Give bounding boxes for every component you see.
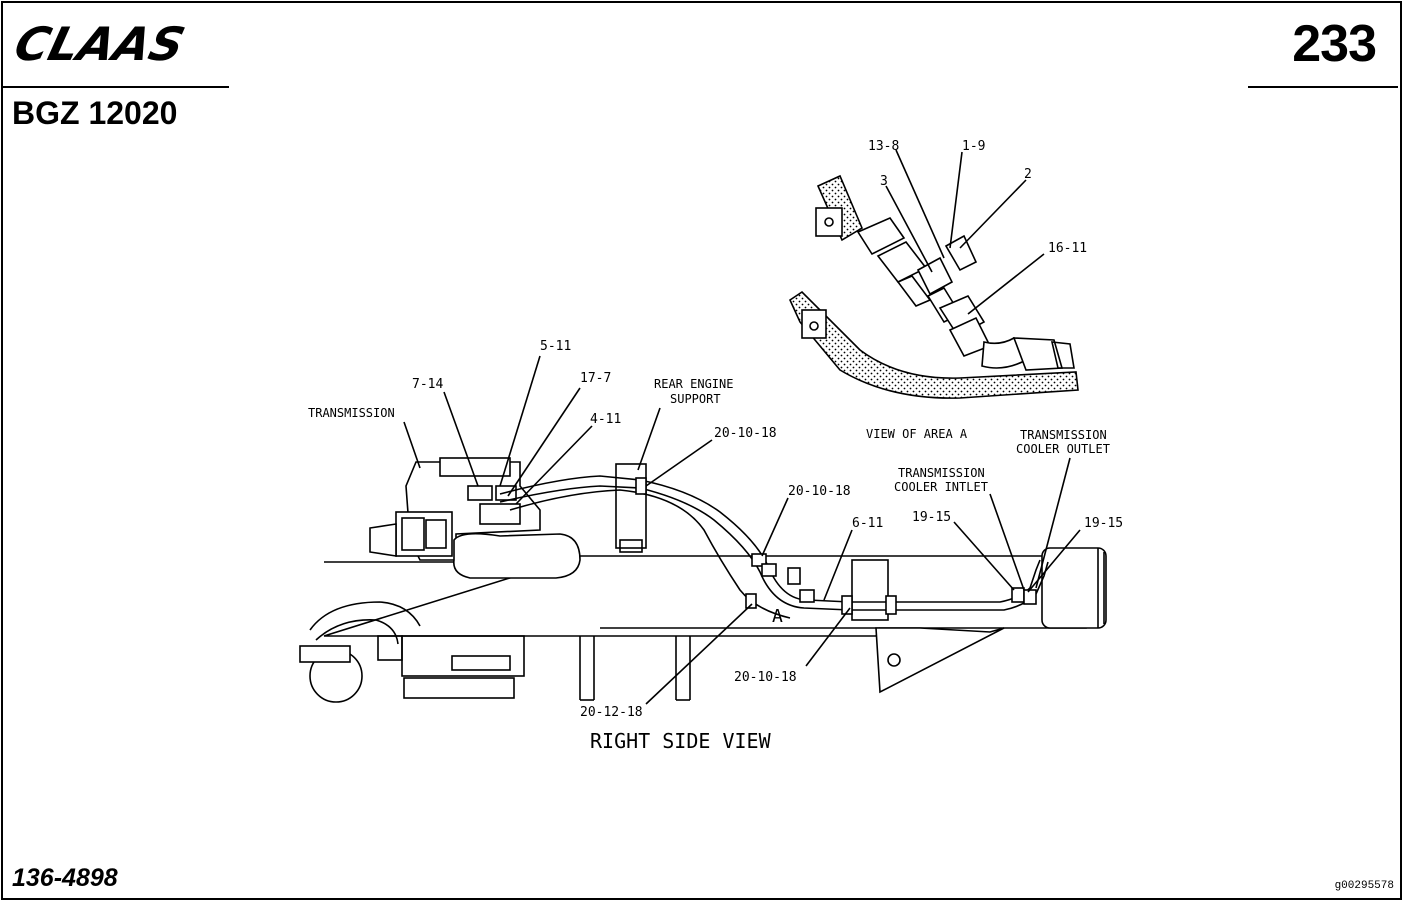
callout-5-11: 5-11 xyxy=(540,339,571,354)
label-rear-engine-support-line2: SUPPORT xyxy=(670,392,721,406)
view-caption: RIGHT SIDE VIEW xyxy=(590,729,772,753)
claas-logo: CLAAS xyxy=(12,20,190,66)
callout-6-11: 6-11 xyxy=(852,516,883,531)
callout-4-11: 4-11 xyxy=(590,412,621,427)
page-number: 233 xyxy=(1292,15,1377,73)
callout-20-10-18-bottom: 20-10-18 xyxy=(734,670,797,685)
callout-16-11: 16-11 xyxy=(1048,241,1087,256)
label-cooler-inlet-line1: TRANSMISSION xyxy=(898,466,985,480)
claas-logo-text: CLAAS xyxy=(12,20,190,66)
header-rule-right xyxy=(1248,86,1398,88)
label-cooler-outlet-line2: COOLER OUTLET xyxy=(1016,442,1110,456)
callout-17-7: 17-7 xyxy=(580,371,611,386)
callout-20-10-18-top: 20-10-18 xyxy=(714,426,777,441)
callout-20-10-18-mid: 20-10-18 xyxy=(788,484,851,499)
label-cooler-inlet-line2: COOLER INTLET xyxy=(894,480,988,494)
label-rear-engine-support-line1: REAR ENGINE xyxy=(654,377,733,391)
detail-caption: VIEW OF AREA A xyxy=(866,427,968,441)
area-a-marker: A xyxy=(772,606,783,627)
model-title: BGZ 12020 xyxy=(12,95,178,131)
drawing-id: g00295578 xyxy=(1334,880,1394,892)
header-rule-left xyxy=(3,86,229,88)
detail-view-area-a xyxy=(788,149,1079,399)
callout-2: 2 xyxy=(1024,167,1032,182)
callout-13-8: 13-8 xyxy=(868,139,899,154)
machine-right-side-view xyxy=(299,355,1107,705)
label-cooler-outlet-line1: TRANSMISSION xyxy=(1020,428,1107,442)
part-number: 136-4898 xyxy=(12,864,118,892)
label-transmission: TRANSMISSION xyxy=(308,406,395,420)
callout-3: 3 xyxy=(880,174,888,189)
callout-7-14: 7-14 xyxy=(412,377,443,392)
callout-19-15-right: 19-15 xyxy=(1084,516,1123,531)
callout-20-12-18: 20-12-18 xyxy=(580,705,643,720)
callout-19-15-left: 19-15 xyxy=(912,510,951,525)
callout-1-9: 1-9 xyxy=(962,139,985,154)
